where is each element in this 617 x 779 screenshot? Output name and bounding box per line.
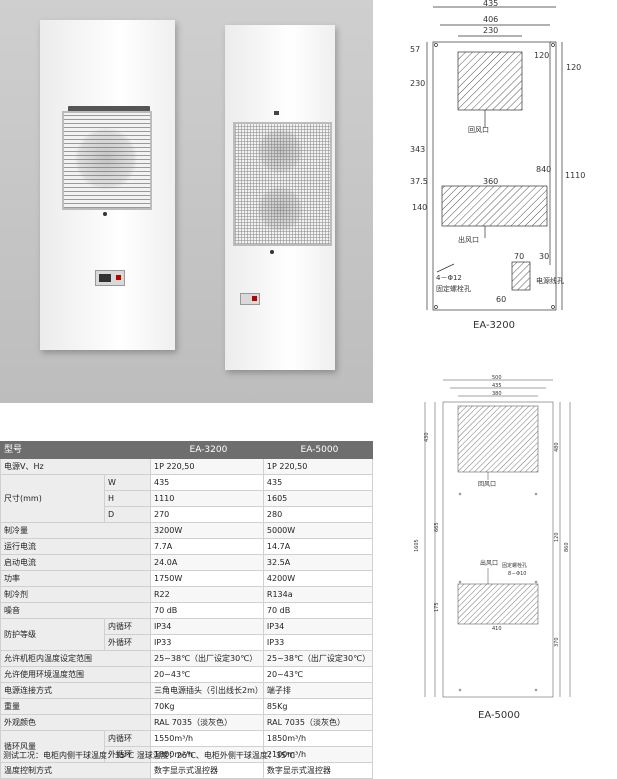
dim-label: 70 [514,252,524,261]
dim-label: 500 [492,375,502,381]
table-row: 循环风量 内循环 1550m³/h 1850m³/h [0,730,374,763]
front-grille [62,111,152,210]
grille-screw [103,212,107,216]
outlet-air-label: 出风口 [480,559,498,567]
dim-label: 175 [434,602,440,612]
dim-label: 435 [483,0,498,8]
bolt-hole-label: 固定螺栓孔 [502,562,527,569]
dim-label: 360 [483,177,498,186]
return-air-label: 回风口 [478,481,496,488]
dim-label: 37.5 [410,177,428,186]
dim-label: 860 [564,542,570,552]
cabinet-ea3200 [40,20,175,350]
table-row: 尺寸(mm) W 435 435 [0,474,374,523]
dim-label: 1605 [414,539,420,552]
dim-label: 665 [434,522,440,532]
dim-label: 410 [492,626,502,632]
dim-label: 140 [412,203,427,212]
dim-label: 60 [496,295,506,304]
drawing-ea5000: 500 435 380 430 480 1605 665 860 175 120… [414,375,571,698]
table-row: 启动电流 24.0A 32.5A [0,554,374,571]
dim-label: 30 [539,252,549,261]
dim-label: 380 [492,391,502,397]
return-air-label: 回风口 [468,126,489,134]
dim-label: 343 [410,145,425,154]
dim-label: 230 [410,79,425,88]
spec-table: 型号 EA-3200 EA-5000 电源V、Hz 1P 220,50 1P 2… [0,441,374,779]
table-row: 运行电流 7.7A 14.7A [0,538,374,555]
header-model-a: EA-3200 [150,441,264,459]
cabinet-ea5000 [225,25,335,370]
header-model-b: EA-5000 [262,441,374,459]
dim-label: 57 [410,45,420,54]
front-grille [233,122,332,246]
temperature-controller-display [95,270,125,286]
holes-label: 4－Φ12 [436,274,462,282]
table-row: 制冷剂 R22 R134a [0,586,374,603]
dim-label: 406 [483,15,498,24]
top-vent [68,106,150,112]
dim-label: 840 [536,165,551,174]
outlet-air-label: 出风口 [458,235,479,244]
dim-label: 1110 [565,171,585,180]
table-row: 重量 70Kg 85Kg [0,698,374,715]
table-row: 功率 1750W 4200W [0,570,374,587]
drawing-title: EA-5000 [478,710,520,721]
temperature-controller-display [240,293,260,305]
dim-label: 435 [492,383,502,389]
header-label: 型号 [0,441,151,459]
table-row: 电源V、Hz 1P 220,50 1P 220,50 [0,458,374,475]
table-header: 型号 EA-3200 EA-5000 [0,441,374,459]
side-mark [274,111,279,115]
drawing-title: EA-3200 [473,320,515,331]
grille-screw [270,250,274,254]
dim-label: 120 [566,63,581,72]
dim-label: 370 [554,637,560,647]
holes-label: 8－Φ10 [508,571,526,577]
test-conditions-note: 测试工况：电柜内侧干球温度：35℃ 湿球温度：26℃、电柜外侧干球温度：35℃ [3,751,296,760]
table-row: 电源连接方式 三角电源插头（引出线长2m） 端子排 [0,682,374,699]
table-row: 外循环 IP33 IP33 [1,634,374,651]
table-row: 防护等级 内循环 IP34 IP34 [0,618,374,651]
table-row: 外循环 1800m³/h 2100m³/h [1,746,374,763]
table-row: 噪音 70 dB 70 dB [0,602,374,619]
table-row: 外观颜色 RAL 7035（淡灰色） RAL 7035（淡灰色） [0,714,374,731]
dim-label: 480 [554,442,560,452]
table-row: 制冷量 3200W 5000W [0,522,374,539]
drawing-ea3200: 435 406 230 360 57 230 343 37.5 140 120 … [410,0,585,311]
dim-label: 230 [483,26,498,35]
dim-label: 120 [554,532,560,542]
table-row: 温度控制方式 数字显示式温控器 数字显示式温控器 [0,762,374,779]
cable-hole-label: 电源线孔 [536,276,564,285]
table-row: H 1110 1605 [1,490,374,507]
dim-label: 120 [534,51,549,60]
product-photo [0,0,373,403]
bolt-hole-label: 固定螺栓孔 [436,284,471,293]
dim-label: 430 [424,432,430,442]
table-row: 允许机柜内温度设定范围 25~38℃（出厂设定30℃） 25~38℃（出厂设定3… [0,650,374,667]
table-row: 允许使用环境温度范围 20~43℃ 20~43℃ [0,666,374,683]
